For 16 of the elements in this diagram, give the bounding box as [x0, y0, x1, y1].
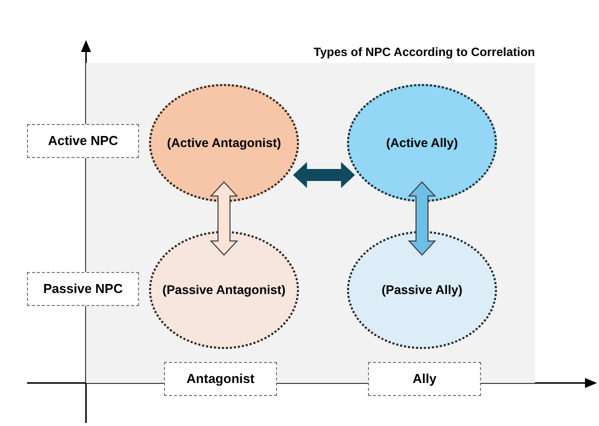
ellipse-label: (Passive Ally): [382, 282, 462, 299]
axis-label: Active NPC: [48, 132, 118, 150]
ellipse-label: (Active Antagonist): [166, 134, 282, 152]
axis-label: Ally: [412, 370, 436, 388]
axis-label-box: [368, 362, 481, 396]
axis-label-box: [27, 124, 139, 158]
axis-label: Passive NPC: [43, 280, 123, 298]
double-block-arrow: [210, 181, 238, 256]
axis-label-box: [27, 272, 139, 306]
double-block-arrow: [293, 162, 355, 188]
double-block-arrow: [408, 181, 436, 256]
ellipse-label: (Active Ally): [386, 134, 458, 152]
axis-label: Antagonist: [186, 370, 254, 388]
axis-label-box: [164, 362, 277, 396]
panel-title: Types of NPC According to Correlation: [314, 44, 535, 61]
ellipse-label: (Passive Antagonist): [162, 282, 286, 299]
